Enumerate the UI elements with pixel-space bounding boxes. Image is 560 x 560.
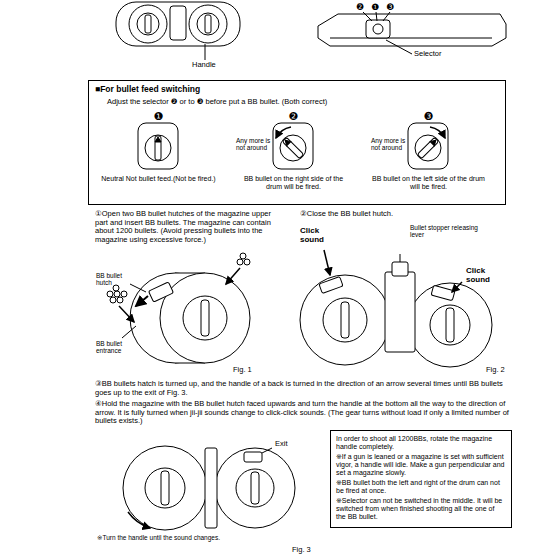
fig1-drawing: [107, 253, 250, 363]
node-text: ■For bullet feed switching: [95, 85, 495, 95]
note-box: In order to shoot all 1200BBs, rotate th…: [330, 430, 512, 528]
label-text: ①Open two BB bullet hutches of the magaz…: [95, 210, 285, 245]
label-text: Fig. 1: [233, 366, 252, 375]
label-text: BB bullet entrance: [96, 340, 136, 355]
node-text: Any more is not around: [236, 137, 274, 152]
node-text: Any more is not around: [371, 137, 409, 152]
label-text: ❷: [356, 2, 364, 12]
node-text: BB bullet on the right side of the drum …: [236, 175, 351, 191]
fig3-drawing: [123, 446, 295, 530]
feed-switch-box: ■For bullet feed switchingAdjust the sel…: [88, 80, 506, 205]
node-text: ※Selector can not be switched in the mid…: [336, 497, 506, 521]
selector-panel-box: ❶ Neutral Not bullet feed.(Not be fired.): [101, 111, 216, 203]
node-text: ❶: [101, 111, 216, 124]
label-text: ③BB bullets hatch is turned up, and the …: [95, 380, 515, 397]
selector-panel: [273, 123, 313, 169]
label-text: Fig. 2: [486, 366, 505, 375]
label-text: Fig. 3: [292, 546, 311, 555]
label-text: Bullet stopper releasing lever: [410, 224, 480, 239]
selector-panel-box: ❷ Any more is not around BB bullet on the …: [236, 111, 351, 203]
node-text: Neutral Not bullet feed.(Not be fired.): [101, 175, 216, 183]
label-text: Handle: [192, 61, 216, 70]
label-text: Selector: [414, 50, 442, 59]
label-text: ❸: [386, 2, 394, 12]
node-text: ❸: [371, 111, 486, 124]
node-text: ❷: [236, 111, 351, 124]
node-text: ※BB bullet both the left and right of th…: [336, 479, 506, 495]
selector-panel-box: ❸ Any more is not around BB bullet on the …: [371, 111, 486, 203]
label-text: ❶: [371, 2, 379, 12]
selector-panel: [408, 123, 448, 169]
label-text: Click sound: [466, 266, 496, 284]
label-text: ②Close the BB bullet hutch.: [300, 210, 510, 219]
node-text: In order to shoot all 1200BBs, rotate th…: [336, 435, 506, 451]
magazine-side-view: [318, 12, 506, 54]
node-text: BB bullet on the left side of the drum w…: [371, 175, 486, 191]
fig2-drawing: [300, 250, 492, 367]
node-text: ※If a gun is leaned or a magazine is set…: [336, 453, 506, 477]
label-text: Exit: [275, 440, 288, 449]
node-text: Adjust the selector ❷ or to ❸ before put…: [107, 98, 497, 107]
magazine-top-view: [116, 2, 240, 60]
selector-panel: [138, 123, 178, 169]
label-text: BB bullet hutch: [96, 272, 134, 287]
label-text: ④Hold the magazine with the BB bullet hu…: [95, 400, 515, 426]
label-text: ※Turn the handle until the sound changes…: [97, 534, 262, 541]
label-text: Click sound: [300, 226, 330, 244]
